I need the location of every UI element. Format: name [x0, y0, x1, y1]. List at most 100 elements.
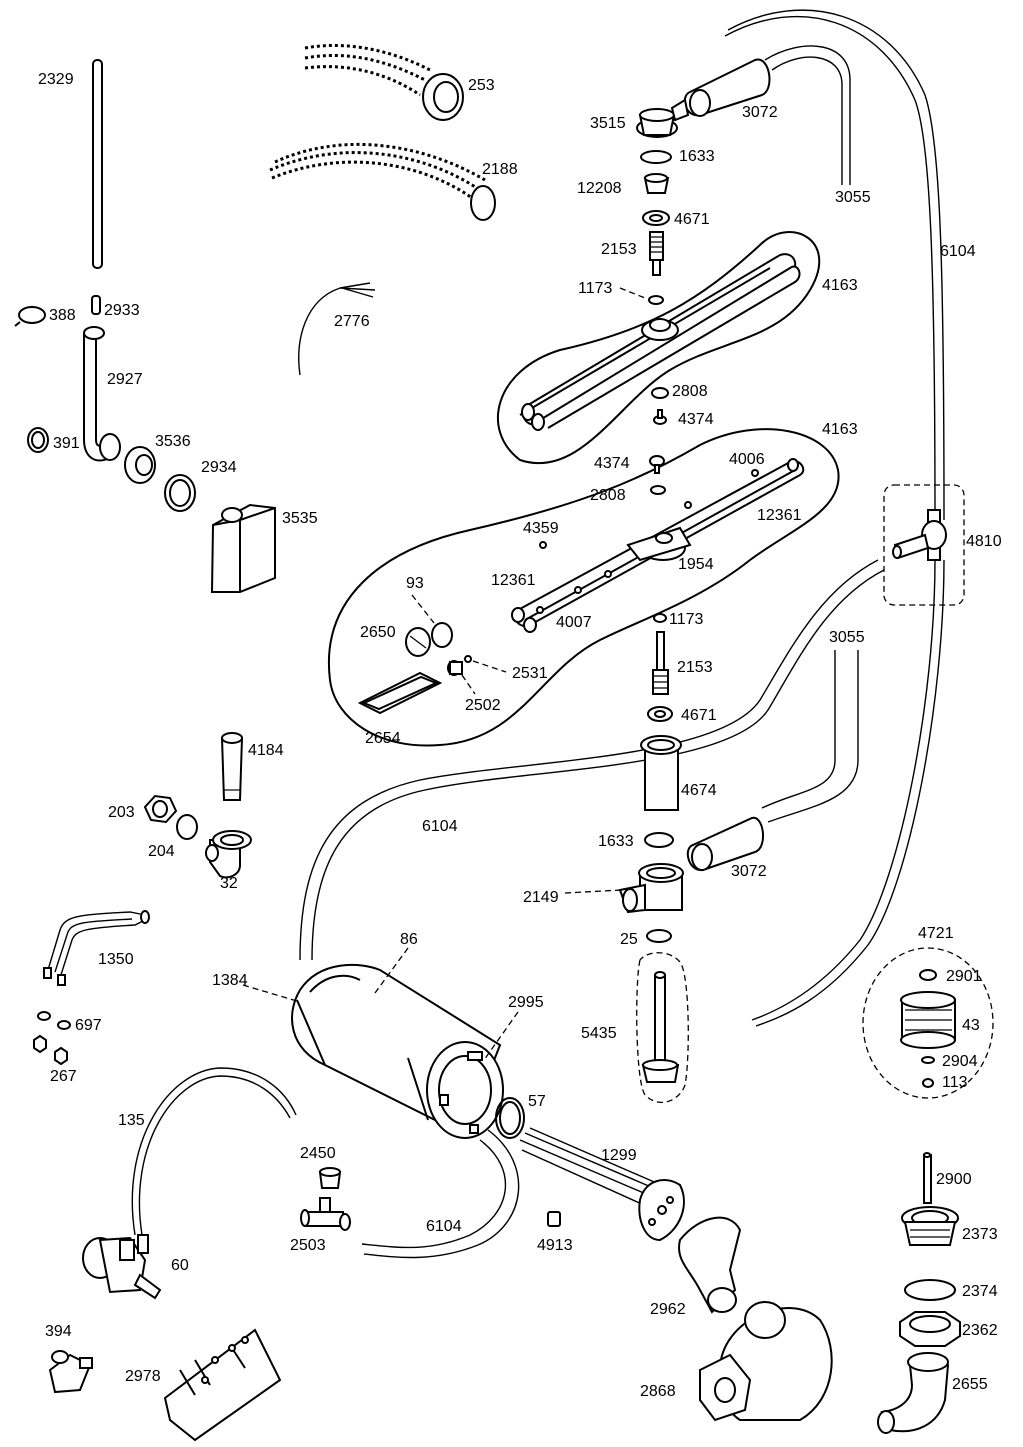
part-12208 [643, 173, 670, 194]
leader-2502 [461, 674, 476, 695]
oring-2531 [464, 655, 472, 663]
label-1173-middle: 1173 [669, 611, 704, 628]
ring-2934 [164, 474, 196, 512]
label-12361-right: 12361 [757, 507, 802, 524]
tank-86 [291, 963, 504, 1139]
fitting-2503 [300, 1197, 351, 1231]
pin-2900 [923, 1152, 932, 1204]
nut-2362 [899, 1311, 961, 1347]
label-25: 25 [620, 931, 638, 948]
pump-2868 [699, 1301, 833, 1422]
nozzle-3515 [636, 98, 690, 138]
leader-1173-top [619, 287, 646, 299]
label-4184: 4184 [248, 742, 284, 759]
label-1633-middle: 1633 [598, 833, 634, 850]
label-2650: 2650 [360, 624, 396, 641]
hose-6104-top [724, 9, 945, 521]
label-93: 93 [406, 575, 424, 592]
plate-2978 [163, 1328, 282, 1442]
nut-3536 [124, 446, 156, 484]
hose-3055-top [764, 45, 851, 185]
label-2362: 2362 [962, 1322, 998, 1339]
label-4374-upper: 4374 [678, 411, 714, 428]
label-6104-middle: 6104 [422, 818, 458, 835]
label-6104-top: 6104 [940, 243, 976, 260]
label-2904: 2904 [942, 1053, 978, 1070]
label-43: 43 [962, 1017, 980, 1034]
label-2450: 2450 [300, 1145, 336, 1162]
label-3055-middle: 3055 [829, 629, 865, 646]
hose-6104-lower [751, 559, 945, 1027]
label-135: 135 [118, 1112, 145, 1129]
label-4721: 4721 [918, 925, 954, 942]
housing-2149 [618, 863, 684, 914]
label-4674: 4674 [681, 782, 717, 799]
label-1173-top: 1173 [578, 280, 613, 297]
label-4810: 4810 [966, 533, 1002, 550]
tee-4810 [883, 484, 965, 606]
ring-57 [495, 1097, 525, 1139]
label-2776: 2776 [334, 313, 370, 330]
washer-2808-upper [651, 387, 669, 399]
elbow-2655 [877, 1352, 950, 1434]
heater-1350 [43, 910, 150, 986]
leader-93 [411, 594, 435, 624]
label-2933: 2933 [104, 302, 140, 319]
label-12361-left: 12361 [491, 572, 536, 589]
spray-arm-4163-upper [496, 231, 821, 465]
label-1350: 1350 [98, 951, 134, 968]
ring-1633-top [640, 150, 672, 164]
label-2329: 2329 [38, 71, 74, 88]
washer-1173-middle [653, 613, 667, 623]
label-57: 57 [528, 1093, 546, 1110]
label-4007: 4007 [556, 614, 592, 631]
hose-6104-middle [299, 559, 885, 961]
label-697: 697 [75, 1017, 102, 1034]
label-2149: 2149 [523, 889, 559, 906]
label-4671-top: 4671 [674, 211, 710, 228]
label-12208: 12208 [577, 180, 622, 197]
label-86: 86 [400, 931, 418, 948]
label-3072-top: 3072 [742, 104, 778, 121]
bearing-4671-top [642, 210, 670, 226]
hose-3055-middle [761, 650, 859, 823]
label-204: 204 [148, 843, 175, 860]
clip-4913 [547, 1211, 561, 1227]
label-2808-lower: 2808 [590, 487, 626, 504]
label-2927: 2927 [107, 371, 143, 388]
label-2531: 2531 [512, 665, 548, 682]
hose-3072-middle [686, 816, 764, 872]
tube-4184 [220, 732, 244, 801]
corrugated-hose-253 [304, 44, 464, 121]
label-2978: 2978 [125, 1368, 161, 1385]
label-3515: 3515 [590, 115, 626, 132]
valve-60 [82, 1234, 162, 1300]
label-4163-upper: 4163 [822, 277, 858, 294]
ring-25 [646, 929, 672, 943]
label-6104-bottom: 6104 [426, 1218, 462, 1235]
hose-6104-bottom [361, 1129, 520, 1259]
label-203: 203 [108, 804, 135, 821]
label-388: 388 [49, 307, 76, 324]
drain-2373 [901, 1206, 959, 1246]
fitting-2450 [318, 1167, 342, 1189]
valve-394 [48, 1350, 93, 1394]
label-2373: 2373 [962, 1226, 998, 1243]
label-60: 60 [171, 1257, 189, 1274]
label-113: 113 [942, 1074, 968, 1091]
nut-203 [143, 794, 178, 824]
washer-2808-lower [650, 485, 666, 495]
corrugated-hose-2188 [269, 142, 496, 221]
label-4006: 4006 [729, 451, 765, 468]
plug-2502 [447, 660, 463, 676]
label-4163-lower: 4163 [822, 421, 858, 438]
label-2374: 2374 [962, 1283, 998, 1300]
shaft-2153-middle [652, 631, 669, 695]
nut-267 [33, 1034, 68, 1066]
label-394: 394 [45, 1323, 72, 1340]
cap-2650 [405, 627, 431, 657]
label-3535: 3535 [282, 510, 318, 527]
label-1633-top: 1633 [679, 148, 715, 165]
rod-2329 [92, 59, 103, 269]
